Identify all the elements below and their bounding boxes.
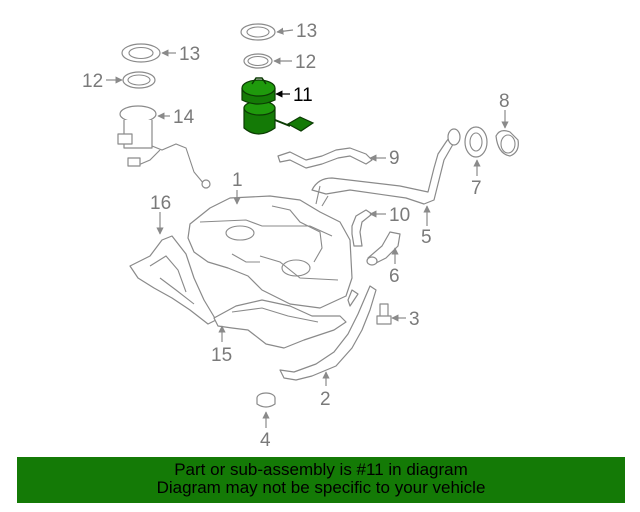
callout-13-top: 13 xyxy=(296,21,317,42)
heat-shield xyxy=(129,235,217,325)
tank-shield xyxy=(213,299,347,349)
vent-hose xyxy=(277,147,373,169)
filler-hose xyxy=(366,231,401,266)
callout-5: 5 xyxy=(421,227,432,248)
lock-ring-left xyxy=(121,43,161,63)
callout-11: 11 xyxy=(293,85,313,106)
callout-4: 4 xyxy=(260,430,271,451)
parts-diagram: 13 12 11 13 12 14 8 9 1 7 16 10 5 6 3 15… xyxy=(82,21,519,451)
banner-line-disclaimer: Diagram may not be specific to your vehi… xyxy=(156,478,486,497)
gasket-left xyxy=(122,71,156,89)
callout-1: 1 xyxy=(232,170,243,191)
callout-7: 7 xyxy=(471,178,482,199)
fuel-tank xyxy=(187,195,353,309)
fuel-sender-unit xyxy=(117,105,211,189)
strap-bolt xyxy=(376,303,392,325)
filler-neck-ring xyxy=(464,126,488,158)
callout-13-left: 13 xyxy=(179,44,200,65)
callout-2: 2 xyxy=(320,389,331,410)
callout-6: 6 xyxy=(389,266,400,287)
filler-pipe xyxy=(311,128,461,207)
callout-15: 15 xyxy=(211,345,232,366)
callout-12-left: 12 xyxy=(82,71,103,92)
fuel-pump-module xyxy=(241,77,315,135)
lock-ring-top xyxy=(240,23,276,41)
callout-9: 9 xyxy=(389,148,400,169)
drain-plug xyxy=(256,392,276,408)
callout-10: 10 xyxy=(389,205,410,226)
callout-3: 3 xyxy=(409,309,420,330)
info-banner: Part or sub-assembly is #11 in diagram D… xyxy=(17,457,625,503)
gasket-top xyxy=(243,53,273,69)
fuel-cap xyxy=(495,130,519,157)
banner-line-part: Part or sub-assembly is #11 in diagram xyxy=(174,460,468,479)
callout-14: 14 xyxy=(173,107,195,128)
callout-12-top: 12 xyxy=(295,52,316,73)
callout-8: 8 xyxy=(499,91,510,112)
callout-16: 16 xyxy=(150,193,171,214)
breather-hose xyxy=(351,209,373,247)
tank-strap xyxy=(279,285,377,381)
